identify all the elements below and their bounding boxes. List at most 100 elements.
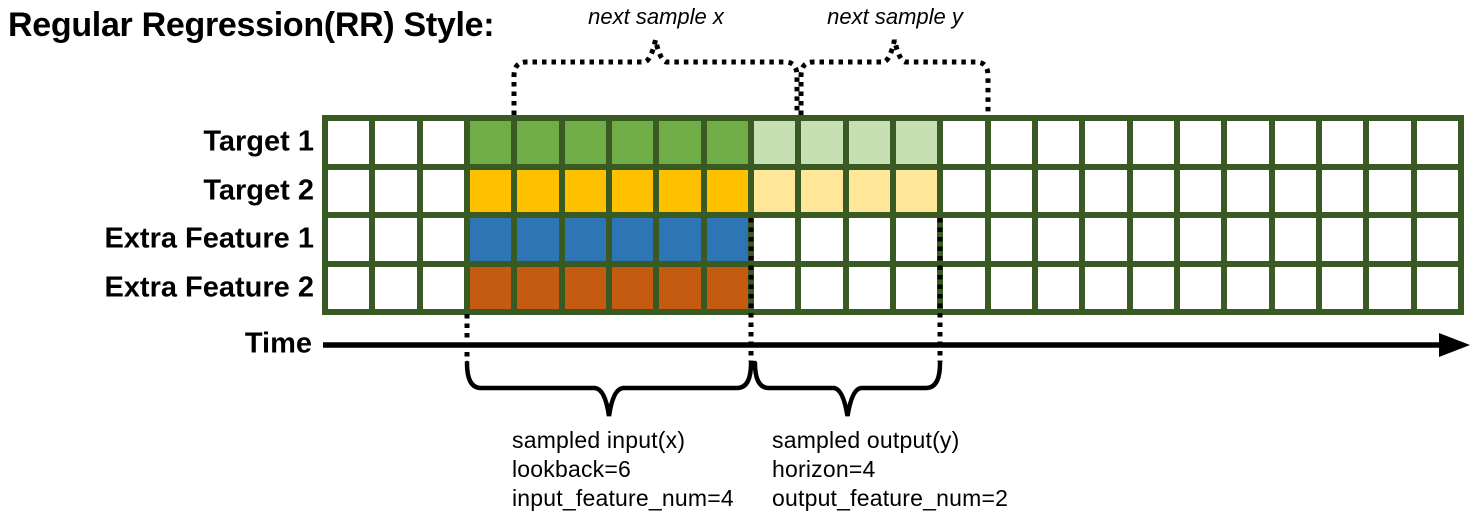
grid-cell [1416, 169, 1458, 212]
grid-cell [517, 169, 559, 212]
grid-cell [517, 218, 559, 261]
grid-cell [1369, 121, 1411, 164]
grid-cell [328, 266, 370, 309]
grid-cell [895, 218, 938, 261]
grid-cell [706, 266, 748, 309]
grid-cell [1132, 121, 1174, 164]
grid-cell [801, 169, 843, 212]
grid-cell [659, 169, 701, 212]
grid-cell [990, 121, 1032, 164]
grid-cell [943, 169, 985, 212]
grid-cell [1085, 266, 1127, 309]
row-label: Target 2 [203, 174, 314, 207]
grid-cell [1037, 266, 1080, 309]
grid-cell [848, 169, 890, 212]
grid-cell [801, 266, 843, 309]
grid-cell [1179, 218, 1222, 261]
grid-cell [706, 169, 748, 212]
grid-cell [895, 266, 938, 309]
grid-cell [1416, 121, 1458, 164]
grid-cell [1132, 266, 1174, 309]
next-sample-y-label: next sample y [827, 4, 963, 29]
grid-cell [611, 121, 654, 164]
grid-cell [1227, 218, 1269, 261]
grid-cell [422, 266, 464, 309]
grid-cell [753, 218, 796, 261]
grid-cell [328, 169, 370, 212]
grid-cell [706, 218, 748, 261]
time-arrow-icon [1439, 333, 1470, 357]
grid-cell [1179, 121, 1222, 164]
row-label: Extra Feature 2 [104, 271, 314, 304]
grid-cell [1369, 169, 1411, 212]
grid-cell [422, 121, 464, 164]
grid-cell [1085, 121, 1127, 164]
grid-cell [990, 266, 1032, 309]
grid-cell [801, 218, 843, 261]
note-line: horizon=4 [772, 456, 876, 482]
grid-cell [753, 121, 796, 164]
grid-cell [1416, 266, 1458, 309]
next-sample-y-brace-icon [798, 39, 991, 115]
grid-cell [611, 169, 654, 212]
grid-cell [375, 169, 417, 212]
row-label: Extra Feature 1 [104, 222, 314, 255]
grid-cell [564, 218, 606, 261]
grid-cell [564, 169, 606, 212]
grid-cell [1227, 169, 1269, 212]
grid-cell [1321, 121, 1364, 164]
grid-cell [990, 218, 1032, 261]
note-line: sampled input(x) [512, 427, 686, 453]
note-line: sampled output(y) [772, 427, 960, 453]
grid-cell [469, 218, 512, 261]
grid-cell [801, 121, 843, 164]
sampled-input-brace-icon [464, 360, 754, 417]
grid-cell [1321, 169, 1364, 212]
grid-cell [848, 218, 890, 261]
grid-cell [611, 218, 654, 261]
grid-cell [1132, 218, 1174, 261]
grid-cell [1132, 169, 1174, 212]
grid-cell [895, 121, 938, 164]
grid-cell [1227, 121, 1269, 164]
grid-cell [469, 121, 512, 164]
grid-cell [706, 121, 748, 164]
grid-cell [328, 121, 370, 164]
grid-cell [469, 266, 512, 309]
grid-cell [422, 218, 464, 261]
grid-cell [1321, 218, 1364, 261]
sampled-input-note: sampled input(x) lookback=6 input_feature_… [512, 426, 734, 513]
grid-cell [943, 218, 985, 261]
grid-cell [753, 169, 796, 212]
grid-cell [1179, 266, 1222, 309]
note-line: input_feature_num=4 [512, 485, 734, 511]
grid-cell [1274, 266, 1316, 309]
grid-cell [375, 121, 417, 164]
grid-cell [517, 121, 559, 164]
grid-cell [1274, 218, 1316, 261]
grid-cell [1085, 169, 1127, 212]
grid-cell [375, 266, 417, 309]
grid-cell [943, 121, 985, 164]
diagram-title: Regular Regression(RR) Style: [8, 6, 495, 44]
grid-cell [895, 169, 938, 212]
row-label: Target 1 [203, 125, 314, 158]
grid-cell [659, 121, 701, 164]
grid-cell [611, 266, 654, 309]
grid-cell [1037, 121, 1080, 164]
grid-cell [1037, 218, 1080, 261]
grid-cell [659, 266, 701, 309]
grid-cell [564, 266, 606, 309]
grid-cell [1369, 266, 1411, 309]
grid-cell [848, 121, 890, 164]
next-sample-x-label: next sample x [588, 4, 724, 29]
grid-cell [1416, 218, 1458, 261]
grid-cell [564, 121, 606, 164]
time-axis-label: Time [244, 327, 312, 360]
note-line: lookback=6 [512, 456, 631, 482]
grid-cell [517, 266, 559, 309]
grid-cell [469, 169, 512, 212]
grid-cell [1227, 266, 1269, 309]
grid-cell [990, 169, 1032, 212]
